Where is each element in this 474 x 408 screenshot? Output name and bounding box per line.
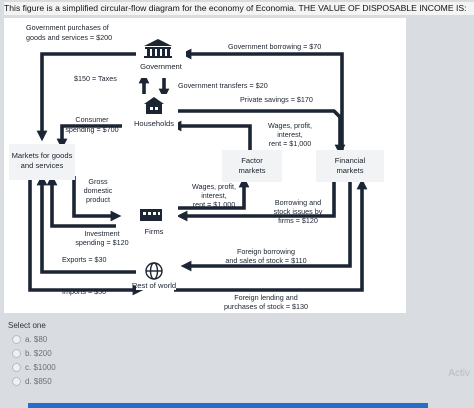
wages-top-label-3: rent = $1,000: [269, 139, 312, 148]
factory-icon: [140, 209, 162, 221]
choice-d[interactable]: d. $850: [8, 374, 56, 388]
bottom-bar: [28, 403, 428, 408]
foreign-borrowing-label-2: and sales of stock = $110: [225, 256, 306, 265]
choice-value: $200: [33, 348, 52, 358]
imports-label: Imports = $50: [62, 287, 106, 296]
foreign-lending-label-1: Foreign lending and: [234, 293, 298, 302]
financial-markets-label-2: markets: [336, 166, 363, 175]
firms-label: Firms: [145, 227, 164, 236]
private-savings-arrow: [172, 109, 346, 156]
factor-markets-label-1: Factor: [241, 156, 263, 165]
choice-letter: d.: [25, 376, 32, 386]
gov-purchases-label-2: goods and services = $200: [26, 33, 112, 42]
activation-watermark: Activ: [448, 368, 470, 379]
investment-label-1: Investment: [84, 229, 119, 238]
investment-arrow: [46, 174, 116, 228]
gdp-label-3: product: [86, 195, 110, 204]
choice-letter: b.: [25, 348, 32, 358]
financial-markets-label-1: Financial: [335, 156, 366, 165]
borrowing-firms-label-2: stock issues by: [274, 207, 323, 216]
borrowing-firms-label-1: Borrowing and: [275, 198, 321, 207]
wages-mid-label-2: interest,: [201, 191, 227, 200]
consumer-spending-label-1: Consumer: [75, 115, 109, 124]
gov-purchases-arrow: [36, 52, 136, 142]
gdp-arrow: [72, 176, 122, 222]
gdp-label-1: Gross: [88, 177, 108, 186]
wages-mid-label-3: rent = $1,000: [193, 200, 236, 209]
house-icon: [144, 97, 164, 114]
markets-goods-label-2: and services: [21, 161, 64, 170]
rest-of-world-label: Rest of world: [132, 281, 176, 290]
select-one-label: Select one: [8, 320, 46, 330]
private-savings-label: Private savings = $170: [240, 95, 313, 104]
exports-arrow: [36, 174, 138, 274]
radio-icon[interactable]: [12, 348, 21, 358]
gov-borrowing-arrow: [180, 48, 344, 152]
gov-borrowing-label: Government borrowing = $70: [228, 42, 321, 51]
choice-c[interactable]: c. $1000: [8, 360, 56, 374]
question-text: This figure is a simplified circular-flo…: [4, 2, 474, 15]
imports-arrow: [28, 178, 144, 296]
foreign-lending-label-2: purchases of stock = $130: [224, 302, 308, 311]
consumer-spending-label-2: spending = $700: [65, 125, 118, 134]
choice-value: $850: [33, 376, 52, 386]
consumer-spending-arrow: [56, 124, 129, 150]
radio-icon[interactable]: [12, 362, 21, 372]
financial-markets-node: [316, 150, 384, 182]
government-icon: [144, 39, 172, 58]
circular-flow-diagram: Government Households Firms Rest of worl…: [4, 18, 406, 313]
government-label: Government: [140, 62, 183, 71]
borrowing-firms-arrow: [176, 182, 336, 222]
investment-label-2: spending = $120: [75, 238, 128, 247]
markets-goods-node: [9, 144, 75, 180]
borrowing-firms-label-3: firms = $120: [278, 216, 318, 225]
radio-icon[interactable]: [12, 334, 21, 344]
wages-top-label-2: interest,: [277, 130, 303, 139]
transfers-label: Government transfers = $20: [178, 81, 268, 90]
markets-goods-label-1: Markets for goods: [12, 151, 73, 160]
wages-top-label-1: Wages, profit,: [268, 121, 312, 130]
choice-value: $80: [33, 334, 48, 344]
factor-markets-label-2: markets: [238, 166, 265, 175]
gdp-label-2: domestic: [84, 186, 113, 195]
answer-choices: Select one a. $80 b. $200 c. $1000 d. $8…: [8, 318, 56, 388]
choice-b[interactable]: b. $200: [8, 346, 56, 360]
choice-a[interactable]: a. $80: [8, 332, 56, 346]
radio-icon[interactable]: [12, 376, 21, 386]
factor-markets-node: [222, 150, 282, 182]
foreign-borrowing-arrow: [180, 182, 352, 272]
gov-purchases-label-1: Government purchases of: [26, 23, 109, 32]
choice-letter: c.: [25, 362, 32, 372]
globe-icon: [145, 262, 163, 280]
choice-letter: a.: [25, 334, 32, 344]
taxes-label: $150 = Taxes: [74, 74, 117, 83]
choice-value: $1000: [33, 362, 56, 372]
households-label: Households: [134, 119, 174, 128]
foreign-lending-arrow: [174, 178, 368, 292]
wages-top-arrow: [170, 120, 252, 150]
foreign-borrowing-label-1: Foreign borrowing: [237, 247, 295, 256]
exports-label: Exports = $30: [62, 255, 107, 264]
wages-mid-label-1: Wages, profit,: [192, 182, 236, 191]
wages-mid-arrow: [174, 176, 250, 210]
